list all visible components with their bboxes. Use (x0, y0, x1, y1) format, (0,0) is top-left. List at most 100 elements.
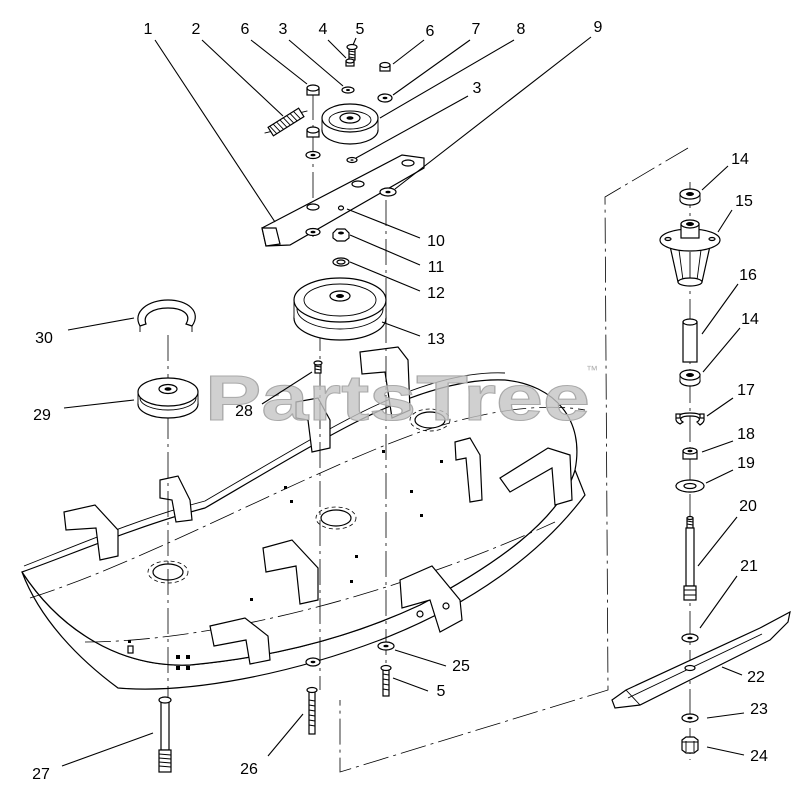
callout-6-left: 6 (241, 21, 250, 38)
callout-4: 4 (319, 21, 328, 38)
leader-line-18 (701, 440, 734, 453)
callout-21: 21 (740, 558, 758, 575)
callout-11: 11 (428, 259, 445, 276)
washer (305, 657, 321, 667)
deck-bracket (159, 475, 193, 523)
bolt (306, 686, 318, 735)
leader-line-9 (394, 36, 592, 190)
washer (377, 93, 393, 103)
callout-14-lower: 14 (741, 311, 759, 328)
retaining-ring (137, 299, 196, 332)
callout-23: 23 (750, 701, 768, 718)
hex-nut (332, 228, 350, 242)
callout-2: 2 (192, 21, 201, 38)
bearing-washer (679, 369, 701, 387)
washer (346, 156, 358, 164)
callout-8: 8 (517, 21, 526, 38)
deck-bracket (454, 437, 483, 503)
spindle-mount-hole (409, 408, 451, 432)
leader-line-24 (706, 746, 745, 756)
callout-3-top: 3 (279, 21, 288, 38)
leader-line-6-right (392, 39, 425, 65)
leader-line-5-top (352, 37, 357, 46)
main-pulley (293, 277, 387, 341)
leader-line-15 (717, 209, 733, 233)
leader-line-8 (379, 39, 515, 119)
callout-18: 18 (737, 426, 755, 443)
callout-5-top: 5 (356, 21, 365, 38)
leader-line-3-top (288, 39, 344, 87)
leader-line-25 (394, 649, 447, 667)
leader-line-6-left (250, 39, 308, 85)
tension-spring (264, 107, 308, 137)
deck-bracket (295, 397, 331, 453)
nut (306, 126, 320, 138)
callout-27: 27 (32, 766, 50, 783)
idler-pulley (321, 103, 379, 145)
watermark-trademark: ™ (586, 363, 598, 377)
bolt (380, 664, 392, 697)
nut (306, 84, 320, 96)
spindle-shaft (683, 515, 697, 601)
leader-line-7 (392, 39, 471, 96)
callout-5-lower: 5 (437, 683, 446, 700)
deck-holes (128, 450, 443, 670)
callout-24: 24 (750, 748, 768, 765)
leader-line-23 (706, 712, 745, 719)
callout-13: 13 (427, 331, 445, 348)
front-bracket (209, 617, 271, 665)
hex-nut (681, 736, 699, 754)
callout-labels: 1 2 6 3 4 5 6 7 8 9 3 10 11 12 13 30 29 … (32, 19, 768, 783)
left-spindle (158, 696, 172, 773)
bolt (346, 43, 358, 61)
deck-front-line (84, 521, 556, 643)
washer (379, 187, 397, 197)
cup-washer (675, 479, 705, 493)
washer (681, 713, 699, 723)
washer (341, 86, 355, 94)
leader-line-19 (705, 469, 734, 484)
nut (345, 58, 355, 67)
callout-30: 30 (35, 330, 53, 347)
deck-belt-path-line (29, 406, 586, 599)
leader-line-16 (701, 283, 739, 335)
callout-9: 9 (594, 19, 603, 36)
bearing-washer (679, 188, 701, 206)
watermark: PartsTree (205, 362, 590, 434)
callout-10: 10 (427, 233, 445, 250)
callout-17: 17 (737, 382, 755, 399)
discharge-chute (499, 447, 573, 506)
leader-line-11 (349, 234, 421, 266)
bolt (313, 360, 323, 374)
leader-line-10 (346, 208, 421, 239)
deck-bracket (63, 504, 119, 561)
spindle-mount-hole (320, 509, 352, 527)
snap-ring (675, 412, 705, 426)
washer (681, 633, 699, 643)
leader-line-28 (261, 371, 313, 405)
callout-25: 25 (452, 658, 470, 675)
callout-26: 26 (240, 761, 258, 778)
callout-14-top: 14 (731, 151, 749, 168)
leader-line-13 (381, 321, 421, 337)
leader-line-29 (63, 399, 135, 409)
spindle-mount-hole (315, 506, 357, 530)
idler-arm (261, 154, 425, 247)
washer (305, 150, 321, 160)
spindle-pulley (137, 377, 199, 419)
spindle-mount-hole (414, 411, 446, 429)
spacer-tube (682, 318, 698, 363)
bearing (682, 447, 698, 460)
callout-1: 1 (144, 21, 153, 38)
leader-lines (61, 36, 745, 767)
hitch-hole (442, 602, 450, 610)
leader-line-14-top (701, 165, 729, 191)
washer (377, 641, 395, 651)
callout-7: 7 (472, 21, 481, 38)
leader-line-21 (699, 575, 738, 629)
leader-line-30 (67, 317, 135, 331)
mower-deck (21, 346, 586, 690)
hitch-hole (416, 610, 424, 618)
callout-16: 16 (739, 267, 757, 284)
callout-12: 12 (427, 285, 445, 302)
